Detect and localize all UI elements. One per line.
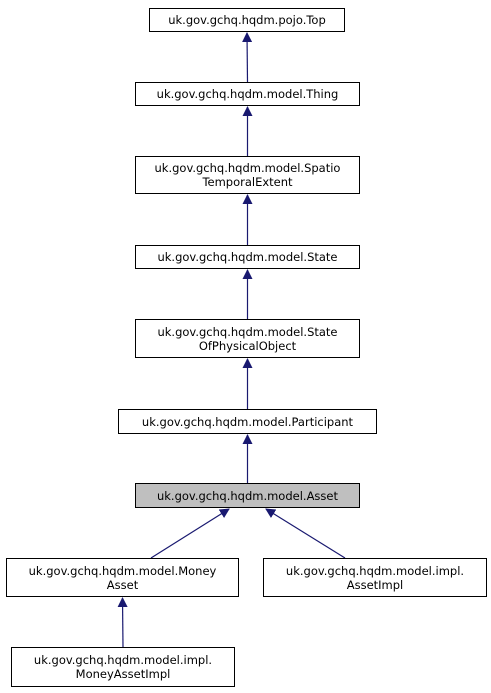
inheritance-arrow <box>265 508 346 559</box>
class-name-line: uk.gov.gchq.hqdm.model.State <box>157 250 338 264</box>
class-name-line: uk.gov.gchq.hqdm.pojo.Top <box>168 13 326 27</box>
class-node-spatio-temporal-extent[interactable]: uk.gov.gchq.hqdm.model.Spatio TemporalEx… <box>135 156 360 194</box>
class-node-state[interactable]: uk.gov.gchq.hqdm.model.State <box>135 245 360 269</box>
class-name-line: MoneyAssetImpl <box>75 667 171 681</box>
class-node-money-asset-impl[interactable]: uk.gov.gchq.hqdm.model.impl. MoneyAssetI… <box>11 647 235 687</box>
class-name-line: uk.gov.gchq.hqdm.model.Participant <box>141 414 354 429</box>
inheritance-arrow <box>242 32 253 83</box>
class-node-thing[interactable]: uk.gov.gchq.hqdm.model.Thing <box>135 82 360 106</box>
class-node-asset-impl[interactable]: uk.gov.gchq.hqdm.model.impl. AssetImpl <box>263 558 487 597</box>
class-node-top[interactable]: uk.gov.gchq.hqdm.pojo.Top <box>149 8 345 32</box>
class-name-line: TemporalExtent <box>202 175 293 189</box>
class-name-line: uk.gov.gchq.hqdm.model.Spatio <box>154 161 341 175</box>
class-name-line: uk.gov.gchq.hqdm.model.impl. <box>285 563 465 578</box>
class-node-asset[interactable]: uk.gov.gchq.hqdm.model.Asset <box>135 483 360 508</box>
class-name-line: Asset <box>106 577 139 592</box>
class-name-line: uk.gov.gchq.hqdm.model.State <box>157 324 338 339</box>
class-name-line: uk.gov.gchq.hqdm.model.Asset <box>156 488 339 503</box>
class-name-line: uk.gov.gchq.hqdm.model.Thing <box>156 87 339 101</box>
class-name-line: uk.gov.gchq.hqdm.model.Money <box>28 563 217 578</box>
class-name-line: OfPhysicalObject <box>198 338 297 353</box>
inheritance-arrow <box>117 597 128 648</box>
class-node-state-of-physical-object[interactable]: uk.gov.gchq.hqdm.model.State OfPhysicalO… <box>135 319 360 358</box>
class-name-line: uk.gov.gchq.hqdm.model.impl. <box>33 653 213 667</box>
class-node-participant[interactable]: uk.gov.gchq.hqdm.model.Participant <box>118 409 377 434</box>
class-name-line: AssetImpl <box>346 577 404 592</box>
class-node-money-asset[interactable]: uk.gov.gchq.hqdm.model.Money Asset <box>6 558 239 597</box>
inheritance-arrow <box>150 508 230 559</box>
